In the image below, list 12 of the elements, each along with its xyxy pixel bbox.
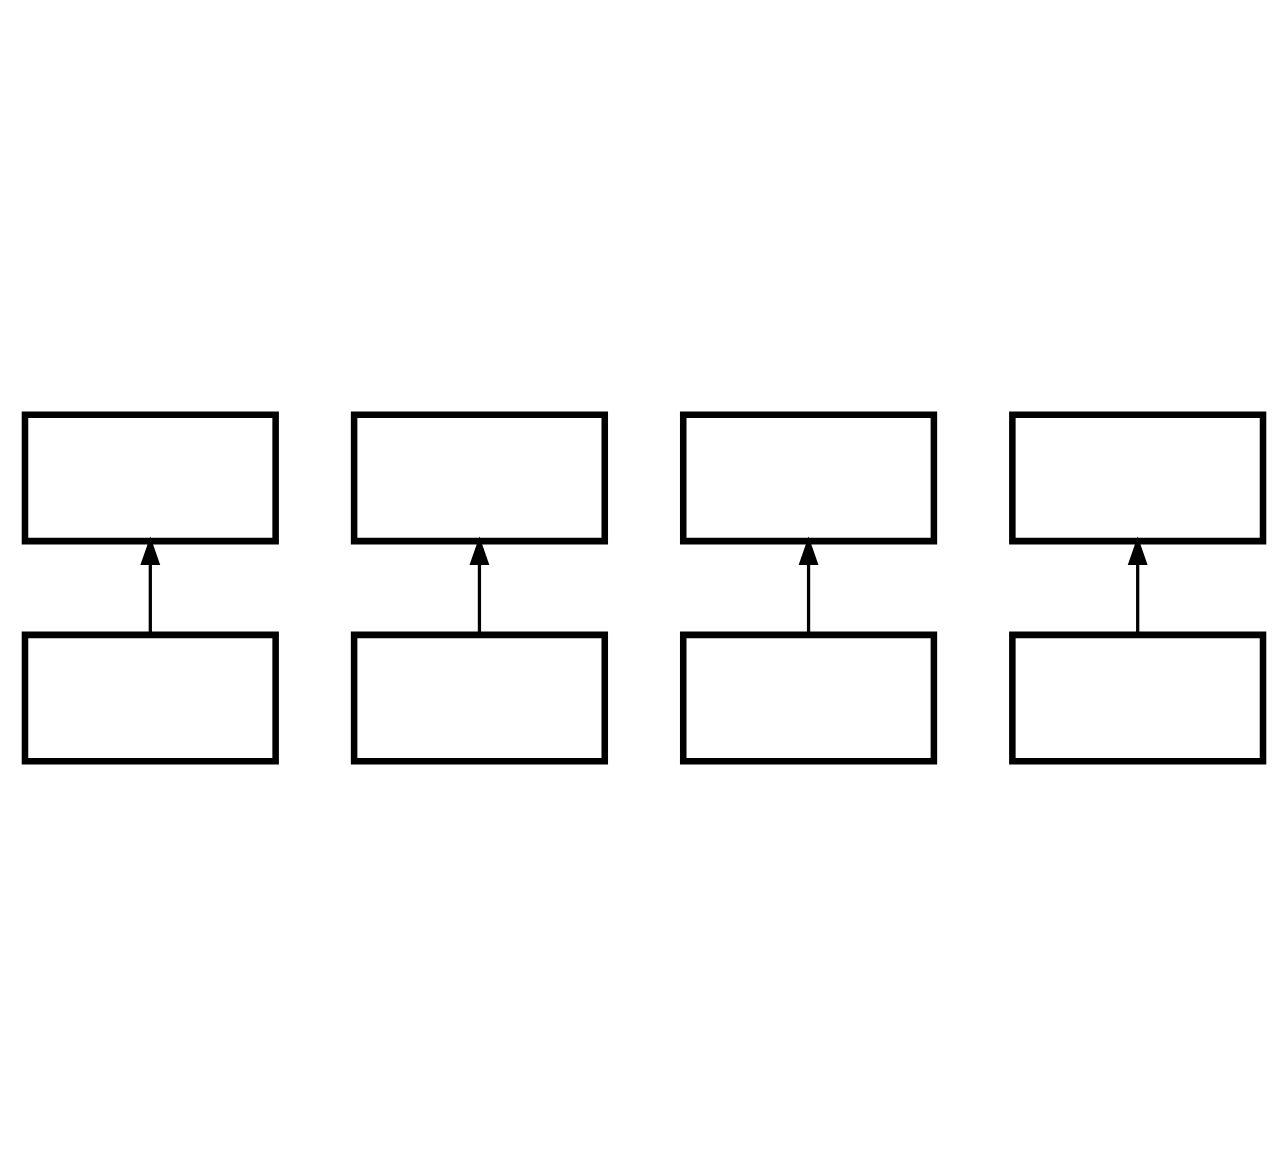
node-box: [1009, 411, 1267, 545]
node-box: [350, 631, 609, 765]
arrow: [469, 536, 490, 635]
node-box: [21, 411, 279, 545]
node-box: [21, 631, 279, 765]
node-box: [350, 411, 609, 545]
arrow: [798, 536, 819, 635]
arrow: [1127, 536, 1148, 635]
node-box: [1009, 631, 1267, 765]
arrow: [140, 536, 161, 635]
node-box: [679, 411, 938, 545]
node-box: [679, 631, 938, 765]
